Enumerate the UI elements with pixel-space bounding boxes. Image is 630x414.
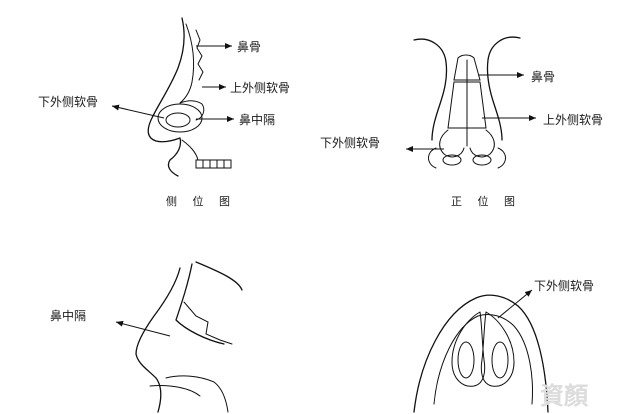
label-side-nasal-bone: 鼻骨 bbox=[237, 39, 261, 54]
base-nostril-right bbox=[491, 341, 509, 379]
label-front-nasal-bone: 鼻骨 bbox=[531, 69, 555, 84]
watermark-text: 資顏 bbox=[540, 382, 589, 410]
base-view-diagram: 下外侧软骨 bbox=[413, 279, 594, 413]
label-side-upper-cartilage: 上外侧软骨 bbox=[230, 81, 290, 95]
base-inner-outline bbox=[433, 313, 533, 405]
caption-front-view: 正 位 图 bbox=[451, 194, 521, 208]
front-nasal-bone bbox=[453, 54, 481, 81]
arrow-side-lower-cartilage bbox=[111, 104, 165, 119]
label-front-upper-cartilage: 上外侧软骨 bbox=[543, 113, 603, 127]
side-upper-cartilage bbox=[179, 100, 205, 121]
septum-outer-profile bbox=[135, 267, 181, 413]
septum-section-diagram: 鼻中隔 bbox=[50, 261, 243, 413]
front-upper-cartilage bbox=[447, 81, 487, 129]
front-ala-right bbox=[497, 147, 506, 169]
side-teeth bbox=[195, 159, 232, 169]
front-left-orbit bbox=[413, 38, 448, 141]
front-right-orbit bbox=[486, 36, 521, 141]
front-view-diagram: 鼻骨 上外侧软骨 下外侧软骨 正 位 图 bbox=[320, 36, 603, 208]
base-nostril-left bbox=[457, 341, 475, 379]
front-lower-cartilage-left bbox=[439, 129, 465, 158]
base-lower-cartilage-right bbox=[480, 311, 515, 387]
label-side-lower-cartilage: 下外侧软骨 bbox=[38, 95, 98, 109]
caption-side-view: 侧 位 图 bbox=[166, 194, 236, 208]
septum-lower-contour bbox=[149, 375, 229, 413]
front-ala-left bbox=[428, 147, 437, 169]
arrow-base-lower-cartilage bbox=[497, 289, 533, 319]
label-front-lower-cartilage: 下外侧软骨 bbox=[320, 136, 380, 150]
label-side-septum: 鼻中隔 bbox=[239, 112, 275, 127]
front-lower-cartilage-right bbox=[469, 129, 495, 158]
front-nostril-left bbox=[442, 154, 462, 166]
side-nasal-bone-edge bbox=[179, 23, 195, 104]
septum-bone-outline bbox=[175, 261, 243, 345]
front-nostril-right bbox=[472, 154, 492, 166]
label-base-lower-cartilage: 下外侧软骨 bbox=[534, 279, 594, 293]
side-view-diagram: 鼻骨 上外侧软骨 下外侧软骨 鼻中隔 侧 位 图 bbox=[38, 17, 290, 208]
base-outer-outline bbox=[413, 294, 549, 413]
side-lower-cartilage-inner bbox=[165, 112, 191, 128]
side-lower-cartilage-outer bbox=[157, 103, 203, 133]
base-lower-cartilage-left bbox=[451, 311, 486, 387]
arrow-septum-section bbox=[115, 320, 171, 337]
side-lip bbox=[181, 139, 199, 161]
side-nose-profile bbox=[147, 17, 185, 177]
side-bone-suture bbox=[195, 29, 204, 81]
label-septum-section: 鼻中隔 bbox=[50, 308, 86, 323]
septum-cartilage-edge bbox=[183, 301, 233, 345]
